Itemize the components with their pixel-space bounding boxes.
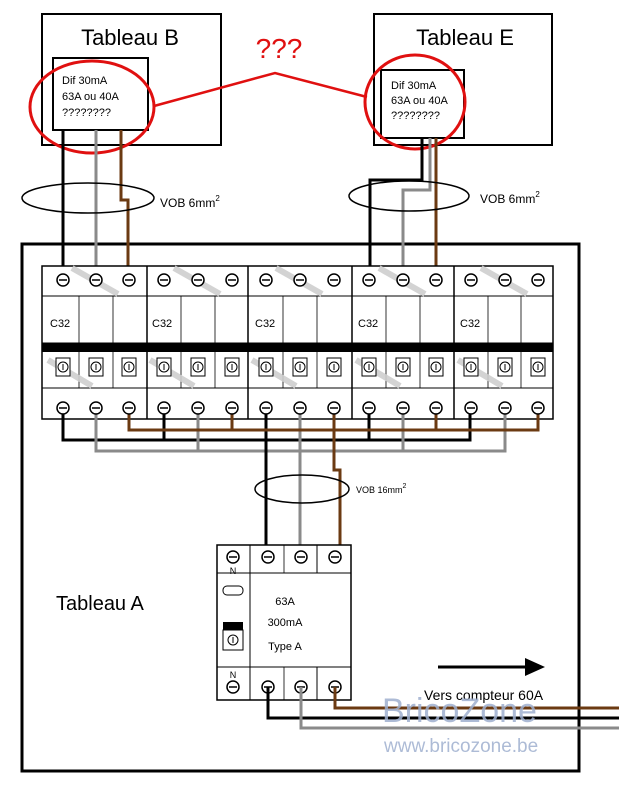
breaker-3-label: C32 [255, 318, 275, 330]
breaker-row [41, 265, 554, 420]
tableau-e-breaker-line2: 63A ou 40A [391, 95, 449, 107]
tableau-b-title: Tableau B [81, 25, 179, 50]
tableau-b-breaker [52, 57, 149, 131]
breaker-toggles [55, 357, 546, 377]
wire-e-grey [401, 138, 432, 270]
cable-main-label: VOB 16mm2 [356, 483, 407, 495]
tableau-e-breaker-line1: Dif 30mA [391, 80, 437, 92]
tableau-b-breaker-line3: ???????? [62, 107, 111, 119]
wire-e-black [368, 138, 424, 270]
out-black [266, 687, 619, 720]
cable-e-label: VOB 6mm2 [480, 190, 540, 206]
watermark-url: www.bricozone.be [383, 736, 538, 757]
main-breaker-n-bottom: N [230, 670, 237, 680]
main-breaker-line1: 63A [275, 596, 295, 608]
watermark-brand: BricoZone [382, 692, 537, 730]
vers-compteur-label: Vers compteur 60A [424, 687, 544, 703]
main-breaker-line3: Type A [268, 641, 302, 653]
tableau-b-breaker-line1: Dif 30mA [62, 75, 108, 87]
breaker-1-label: C32 [50, 318, 70, 330]
feed-brown [332, 430, 342, 560]
cable-b-ellipse [21, 182, 155, 214]
arrow-right-icon [525, 658, 545, 676]
breaker-4-label: C32 [358, 318, 378, 330]
main-breaker-line2: 300mA [268, 617, 304, 629]
red-circle-b [28, 59, 156, 155]
tableau-a-frame [20, 242, 581, 773]
red-circle-e [363, 53, 467, 151]
tableau-b-breaker-line2: 63A ou 40A [62, 91, 120, 103]
tableau-e-title: Tableau E [416, 25, 514, 50]
tableau-e-breaker [380, 69, 465, 139]
cable-main-ellipse [254, 474, 350, 504]
out-grey [299, 687, 619, 730]
main-breaker [216, 544, 352, 701]
tableau-a-title: Tableau A [56, 593, 145, 615]
cable-e-ellipse [348, 180, 470, 212]
breaker-2-label: C32 [152, 318, 172, 330]
question-marks: ??? [256, 33, 303, 64]
out-brown [333, 687, 619, 710]
wire-b-brown [119, 130, 130, 270]
tableau-e-breaker-line3: ???????? [391, 110, 440, 122]
red-connector-line [153, 71, 368, 108]
cable-b-label: VOB 6mm2 [160, 194, 220, 210]
main-breaker-n-top: N [230, 566, 237, 576]
breaker-5-label: C32 [460, 318, 480, 330]
